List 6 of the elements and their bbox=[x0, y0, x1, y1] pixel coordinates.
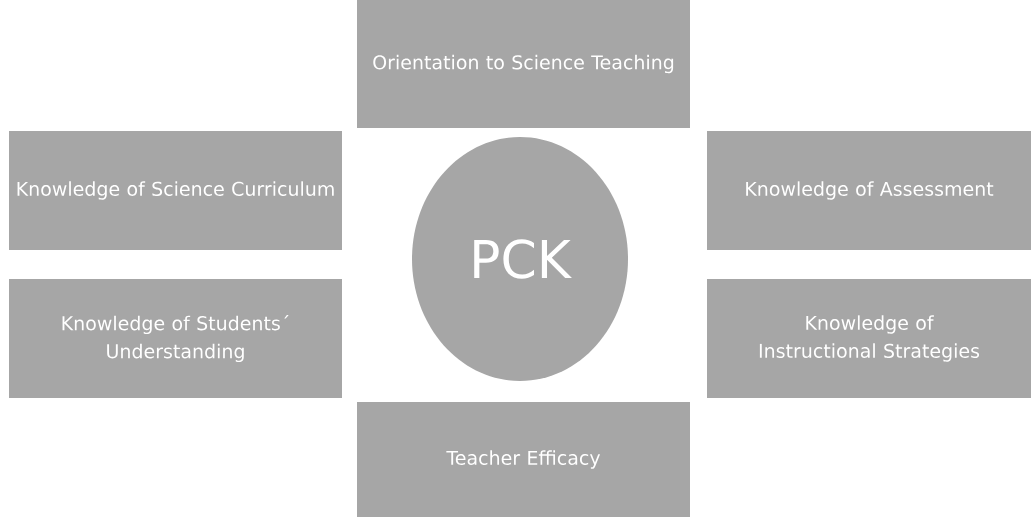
component-box: Knowledge of Assessment bbox=[707, 131, 1031, 250]
component-box: Orientation to Science Teaching bbox=[357, 0, 690, 128]
component-box: Knowledge of Science Curriculum bbox=[9, 131, 342, 250]
component-box: Knowledge of Students´ Understanding bbox=[9, 279, 342, 398]
component-box: Teacher Efficacy bbox=[357, 402, 690, 517]
component-box: Knowledge of Instructional Strategies bbox=[707, 279, 1031, 398]
